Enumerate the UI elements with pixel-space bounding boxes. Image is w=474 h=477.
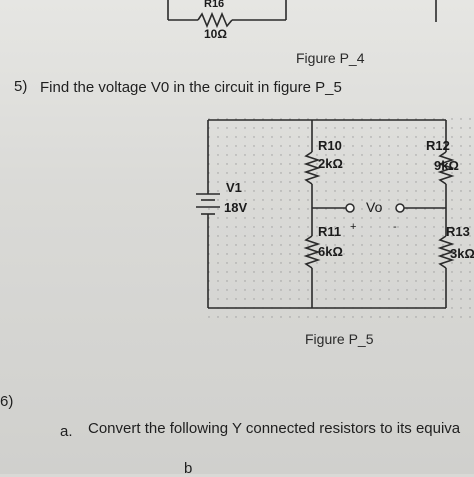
r11-resistor-symbol (303, 235, 321, 269)
question-6b-letter: b (184, 460, 193, 477)
r12-resistor-symbol (437, 151, 455, 185)
figure-p4-caption: Figure P_4 (296, 50, 365, 66)
figure-p5-caption: Figure P_5 (305, 331, 374, 347)
vo-plus-terminal (345, 203, 355, 213)
r13-value: 3kΩ (450, 246, 474, 261)
vo-minus-sign: - (393, 221, 397, 233)
r16-name: R16 (204, 0, 224, 10)
r10-value: 2kΩ (318, 156, 343, 171)
v1-value: 18V (224, 200, 247, 215)
question-6a-letter: a. (60, 423, 73, 440)
vo-label: Vo (366, 199, 383, 215)
v1-name: V1 (226, 180, 242, 195)
r16-resistor-symbol (197, 11, 233, 29)
v1-battery-symbol (196, 193, 220, 215)
r11-name: R11 (318, 224, 341, 239)
r10-name: R10 (318, 138, 342, 153)
question-6-number: 6) (0, 393, 14, 410)
r13-resistor-symbol (437, 235, 455, 269)
r12-value: 9kΩ (434, 158, 459, 173)
r13-name: R13 (446, 224, 470, 239)
question-5-text: Find the voltage V0 in the circuit in fi… (40, 79, 342, 96)
r12-name: R12 (426, 138, 450, 153)
question-6a-text: Convert the following Y connected resist… (88, 420, 461, 437)
r16-value: 10Ω (204, 27, 227, 41)
vo-minus-terminal (395, 203, 405, 213)
figure-p4-circuit-fragment: R16 10Ω (167, 0, 437, 41)
vo-plus-sign: + (350, 221, 356, 233)
schematic-dot-grid (208, 118, 474, 323)
r10-resistor-symbol (303, 151, 321, 185)
figure-p5-circuit: V1 18V R10 2kΩ R11 6kΩ R12 9kΩ R13 3kΩ V… (196, 118, 474, 323)
question-5-number: 5) (14, 78, 28, 95)
r11-value: 6kΩ (318, 244, 343, 259)
circuit-wires (207, 119, 447, 309)
